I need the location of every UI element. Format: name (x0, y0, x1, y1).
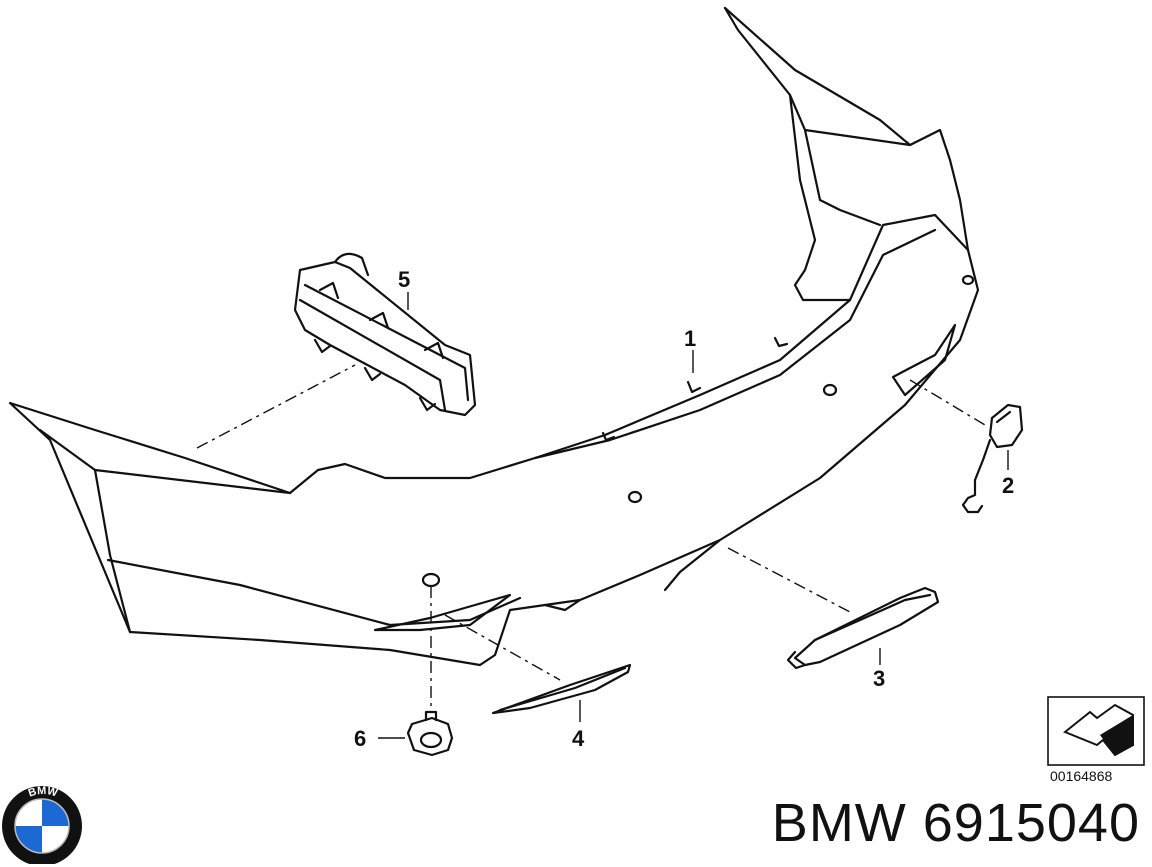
callout-part-5: 5 (398, 267, 411, 292)
reflector-strip (786, 586, 940, 670)
bmw-logo-text: BMW (27, 785, 60, 800)
bmw-roundel-icon (2, 786, 82, 864)
svg-text:BMW: BMW (27, 785, 60, 800)
diagram-number: 00164868 (1050, 768, 1113, 784)
part-number-caption: BMW 6915040 (771, 793, 1140, 853)
sensor-cover-cap (961, 403, 1024, 514)
bmw-logo: BMW (27, 785, 60, 800)
callout-part-6: 6 (354, 726, 367, 751)
callout-part-1: 1 (684, 326, 697, 351)
callout-part-2: 2 (1002, 473, 1015, 498)
parking-sensor (406, 710, 454, 757)
bumper-trim-strip (491, 663, 632, 715)
leader-lines (196, 292, 1009, 739)
rear-bumper-cover (8, 6, 980, 667)
callout-part-4: 4 (572, 726, 585, 751)
callout-part-3: 3 (873, 666, 886, 691)
bumper-bracket (293, 252, 477, 417)
orientation-arrow-box (1047, 696, 1145, 766)
